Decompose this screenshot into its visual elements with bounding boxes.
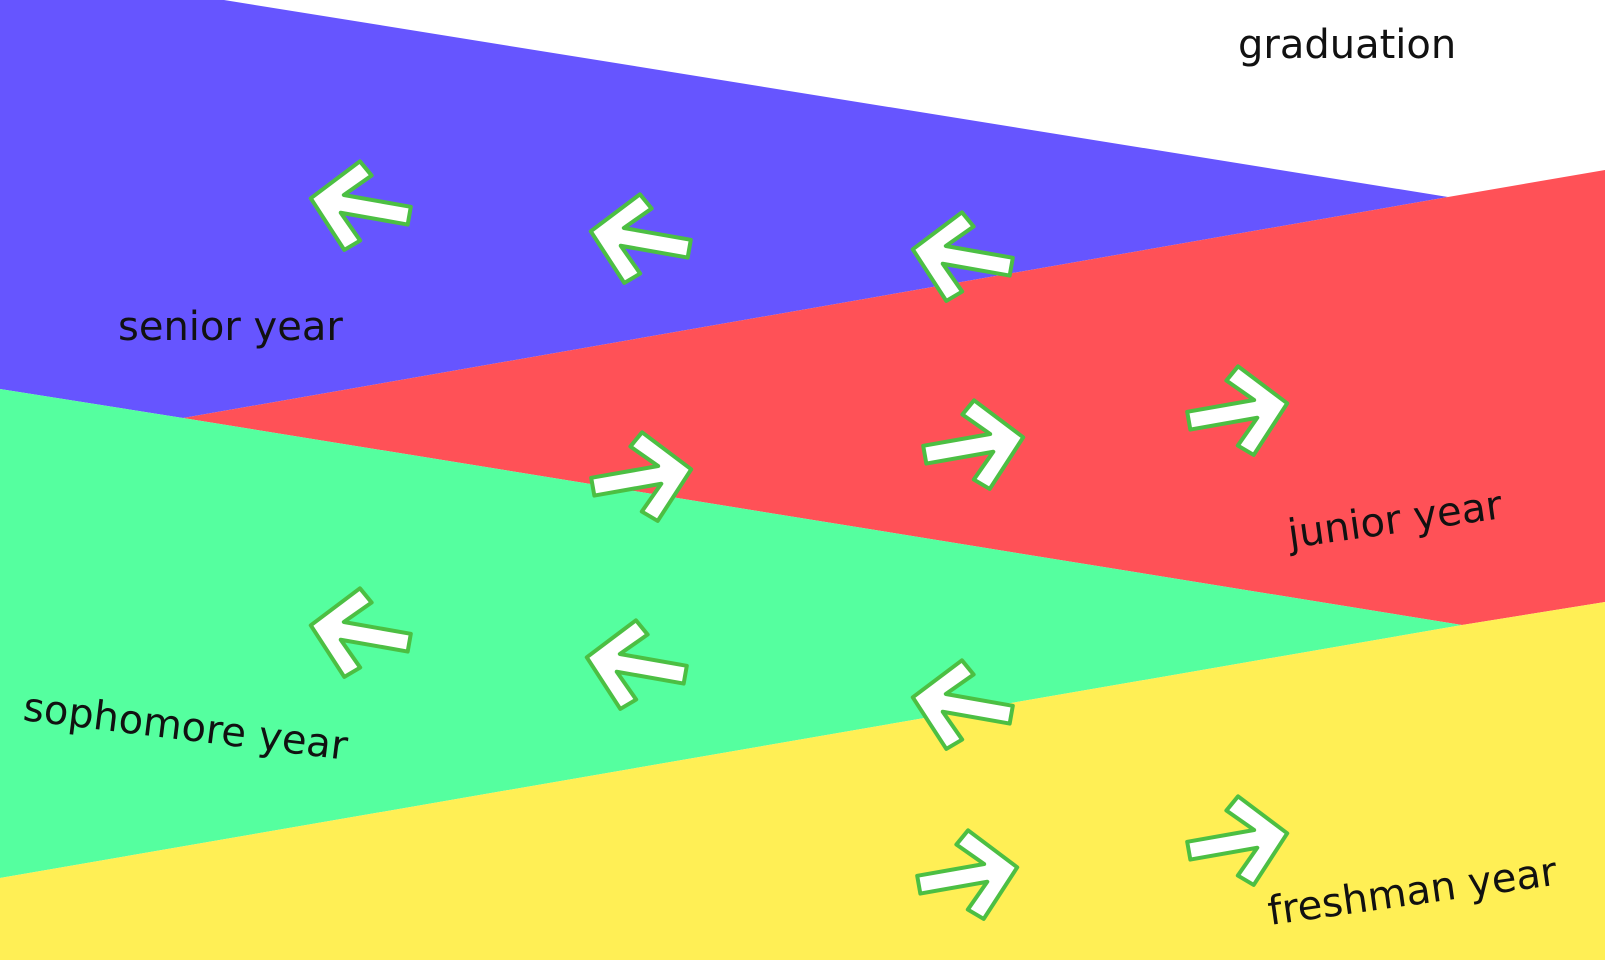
sophomore-year-band <box>0 389 1462 878</box>
graduation-label: graduation <box>1238 22 1456 68</box>
senior-year-band <box>0 0 1448 418</box>
senior-year-label: senior year <box>118 304 343 350</box>
junior-year-band <box>183 170 1605 625</box>
freshman-year-band <box>0 602 1605 960</box>
